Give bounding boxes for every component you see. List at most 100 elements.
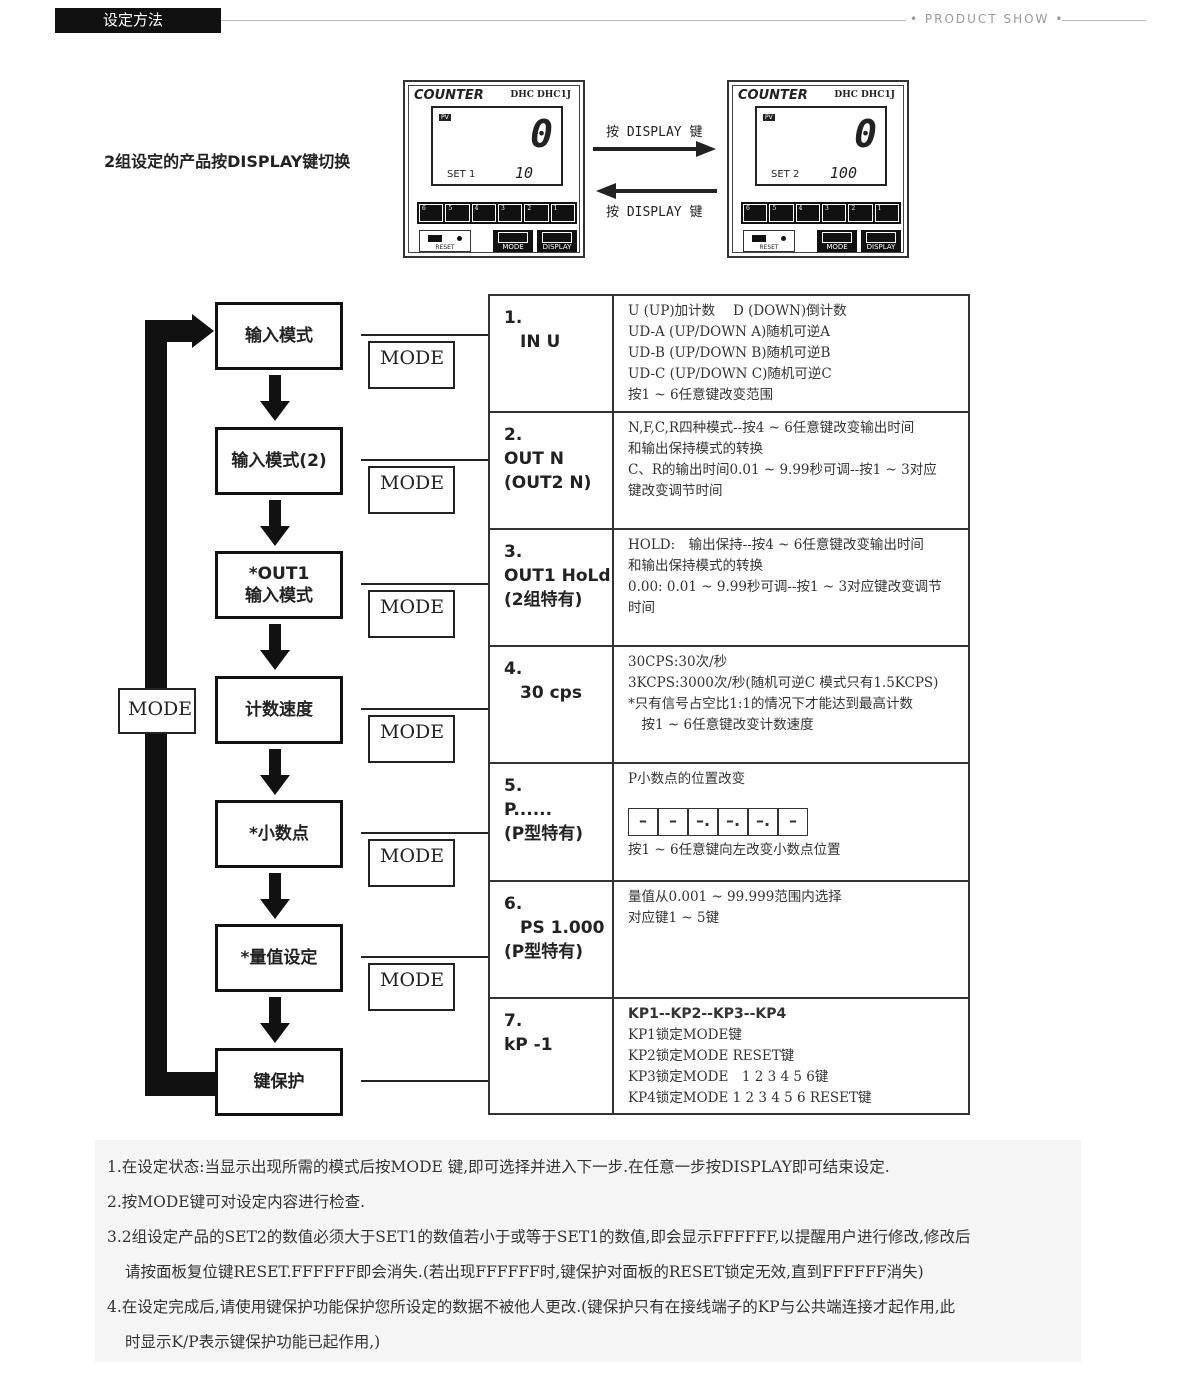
- note: 1.在设定状态:当显示出现所需的模式后按MODE 键,即可选择并进入下一步.在任…: [107, 1158, 890, 1176]
- param-cell: 4. 30 cps: [488, 645, 614, 764]
- step-number: 4.: [504, 659, 523, 679]
- desc-line: 按1 ~ 6任意键向左改变小数点位置: [628, 842, 841, 858]
- digit-cell: –: [628, 808, 658, 836]
- param-cell: 2. OUT N (OUT2 N): [488, 411, 614, 530]
- digit-cell: –: [778, 808, 808, 836]
- number-key-6[interactable]: 6: [419, 204, 444, 222]
- number-key-2[interactable]: 2: [848, 204, 873, 222]
- number-key-1[interactable]: 1: [550, 204, 575, 222]
- set-value: 10: [514, 164, 533, 182]
- flow-step: 输入模式: [215, 302, 343, 370]
- digit-cell: –.: [748, 808, 778, 836]
- loop-mode-label: MODE: [118, 688, 196, 734]
- desc-line: UD-A (UP/DOWN A)随机可逆A: [628, 324, 830, 340]
- brand: COUNTER: [414, 88, 484, 103]
- desc-line: HOLD: 输出保持--按4 ~ 6任意键改变输出时间: [628, 537, 924, 553]
- down-arrow-icon: [260, 624, 290, 674]
- number-key-3[interactable]: 3: [821, 204, 847, 222]
- notes-panel: 1.在设定状态:当显示出现所需的模式后按MODE 键,即可选择并进入下一步.在任…: [95, 1140, 1081, 1362]
- param-note: (2组特有): [504, 590, 583, 610]
- note: 时显示K/P表示键保护功能已起作用,): [125, 1333, 381, 1351]
- divider: [221, 20, 906, 21]
- desc-line: 0.00: 0.01 ~ 9.99秒可调--按1 ~ 3对应键改变调节: [628, 579, 942, 595]
- display-button[interactable]: DISPLAY: [861, 230, 901, 252]
- param-cell: 5. P...... (P型特有): [488, 762, 614, 882]
- intro-text: 2组设定的产品按DISPLAY键切换: [104, 152, 351, 171]
- param-cell: 1. IN U: [488, 294, 614, 413]
- set-value: 100: [829, 164, 857, 182]
- down-arrow-icon: [260, 500, 290, 550]
- model: DHC DHC1J: [510, 90, 571, 100]
- display-button[interactable]: DISPLAY: [537, 230, 577, 252]
- table-row: 3. OUT1 HoLd (2组特有) HOLD: 输出保持--按4 ~ 6任意…: [488, 528, 970, 647]
- step-number: 1.: [504, 308, 523, 328]
- section-title: 设定方法: [55, 8, 221, 33]
- desc-line: KP4锁定MODE 1 2 3 4 5 6 RESET键: [628, 1090, 872, 1106]
- desc-line: 和输出保持模式的转换: [628, 558, 763, 574]
- step-number: 5.: [504, 776, 523, 796]
- number-key-5[interactable]: 5: [445, 204, 470, 222]
- set-label: SET 1: [447, 169, 476, 180]
- desc-cell: HOLD: 输出保持--按4 ~ 6任意键改变输出时间和输出保持模式的转换 0.0…: [612, 528, 970, 647]
- desc-cell: 量值从0.001 ~ 99.999范围内选择对应键1 ~ 5键: [612, 880, 970, 999]
- reset-button[interactable]: RESET: [419, 230, 471, 252]
- present-value: 0: [530, 112, 553, 156]
- table-row: 4. 30 cps 30CPS:30次/秒 3KCPS:3000次/秒(随机可逆C…: [488, 645, 970, 764]
- kp-title: KP1--KP2--KP3--KP4: [628, 1006, 787, 1022]
- mode-step-label: MODE: [368, 466, 455, 514]
- param-code: PS 1.000: [520, 918, 605, 938]
- number-key-4[interactable]: 4: [471, 204, 496, 222]
- number-key-3[interactable]: 3: [497, 204, 523, 222]
- reset-button[interactable]: RESET: [743, 230, 795, 252]
- decimal-digits: –––.–.–.–: [628, 808, 968, 836]
- desc-line: 对应键1 ~ 5键: [628, 910, 720, 926]
- desc-line: KP1锁定MODE键: [628, 1027, 742, 1043]
- desc-line: 30CPS:30次/秒: [628, 654, 728, 670]
- desc-line: 和输出保持模式的转换: [628, 441, 763, 457]
- desc-cell: 30CPS:30次/秒 3KCPS:3000次/秒(随机可逆C 模式只有1.5KC…: [612, 645, 970, 764]
- number-key-2[interactable]: 2: [524, 204, 549, 222]
- step-number: 3.: [504, 542, 523, 562]
- param-code: OUT N: [504, 449, 564, 469]
- flow-step: 输入模式(2): [215, 427, 343, 495]
- connector-line: [361, 1080, 488, 1082]
- loop-bar: [145, 1072, 215, 1096]
- number-key-4[interactable]: 4: [795, 204, 820, 222]
- down-arrow-icon: [260, 997, 290, 1047]
- arrow-left-icon: [614, 189, 717, 193]
- down-arrow-icon: [260, 375, 290, 425]
- desc-line: 3KCPS:3000次/秒(随机可逆C 模式只有1.5KCPS): [628, 675, 939, 691]
- pv-badge: PV: [763, 114, 775, 121]
- step-number: 6.: [504, 894, 523, 914]
- model: DHC DHC1J: [834, 90, 895, 100]
- loop-bar: [145, 320, 195, 342]
- brand: COUNTER: [738, 88, 808, 103]
- desc-line: KP3锁定MODE 1 2 3 4 5 6键: [628, 1069, 829, 1085]
- mode-button[interactable]: MODE: [493, 230, 533, 252]
- mode-step-label: MODE: [368, 590, 455, 638]
- desc-line: UD-C (UP/DOWN C)随机可逆C: [628, 366, 832, 382]
- desc-line: 按1 ~ 6任意键改变范围: [628, 387, 774, 403]
- connector-line: [361, 334, 488, 336]
- arrowhead: [596, 183, 616, 199]
- param-note: (P型特有): [504, 824, 583, 844]
- desc-line: 时间: [628, 600, 655, 616]
- pv-badge: PV: [439, 114, 451, 121]
- connector-line: [361, 832, 488, 834]
- step-number: 2.: [504, 425, 523, 445]
- number-key-1[interactable]: 1: [874, 204, 899, 222]
- number-key-6[interactable]: 6: [743, 204, 768, 222]
- param-code: IN U: [520, 332, 561, 352]
- mode-button[interactable]: MODE: [817, 230, 857, 252]
- flow-step: *小数点: [215, 800, 343, 868]
- number-key-5[interactable]: 5: [769, 204, 794, 222]
- param-cell: 3. OUT1 HoLd (2组特有): [488, 528, 614, 647]
- desc-line: 键改变调节时间: [628, 483, 723, 499]
- flow-step: *OUT1 输入模式: [215, 551, 343, 619]
